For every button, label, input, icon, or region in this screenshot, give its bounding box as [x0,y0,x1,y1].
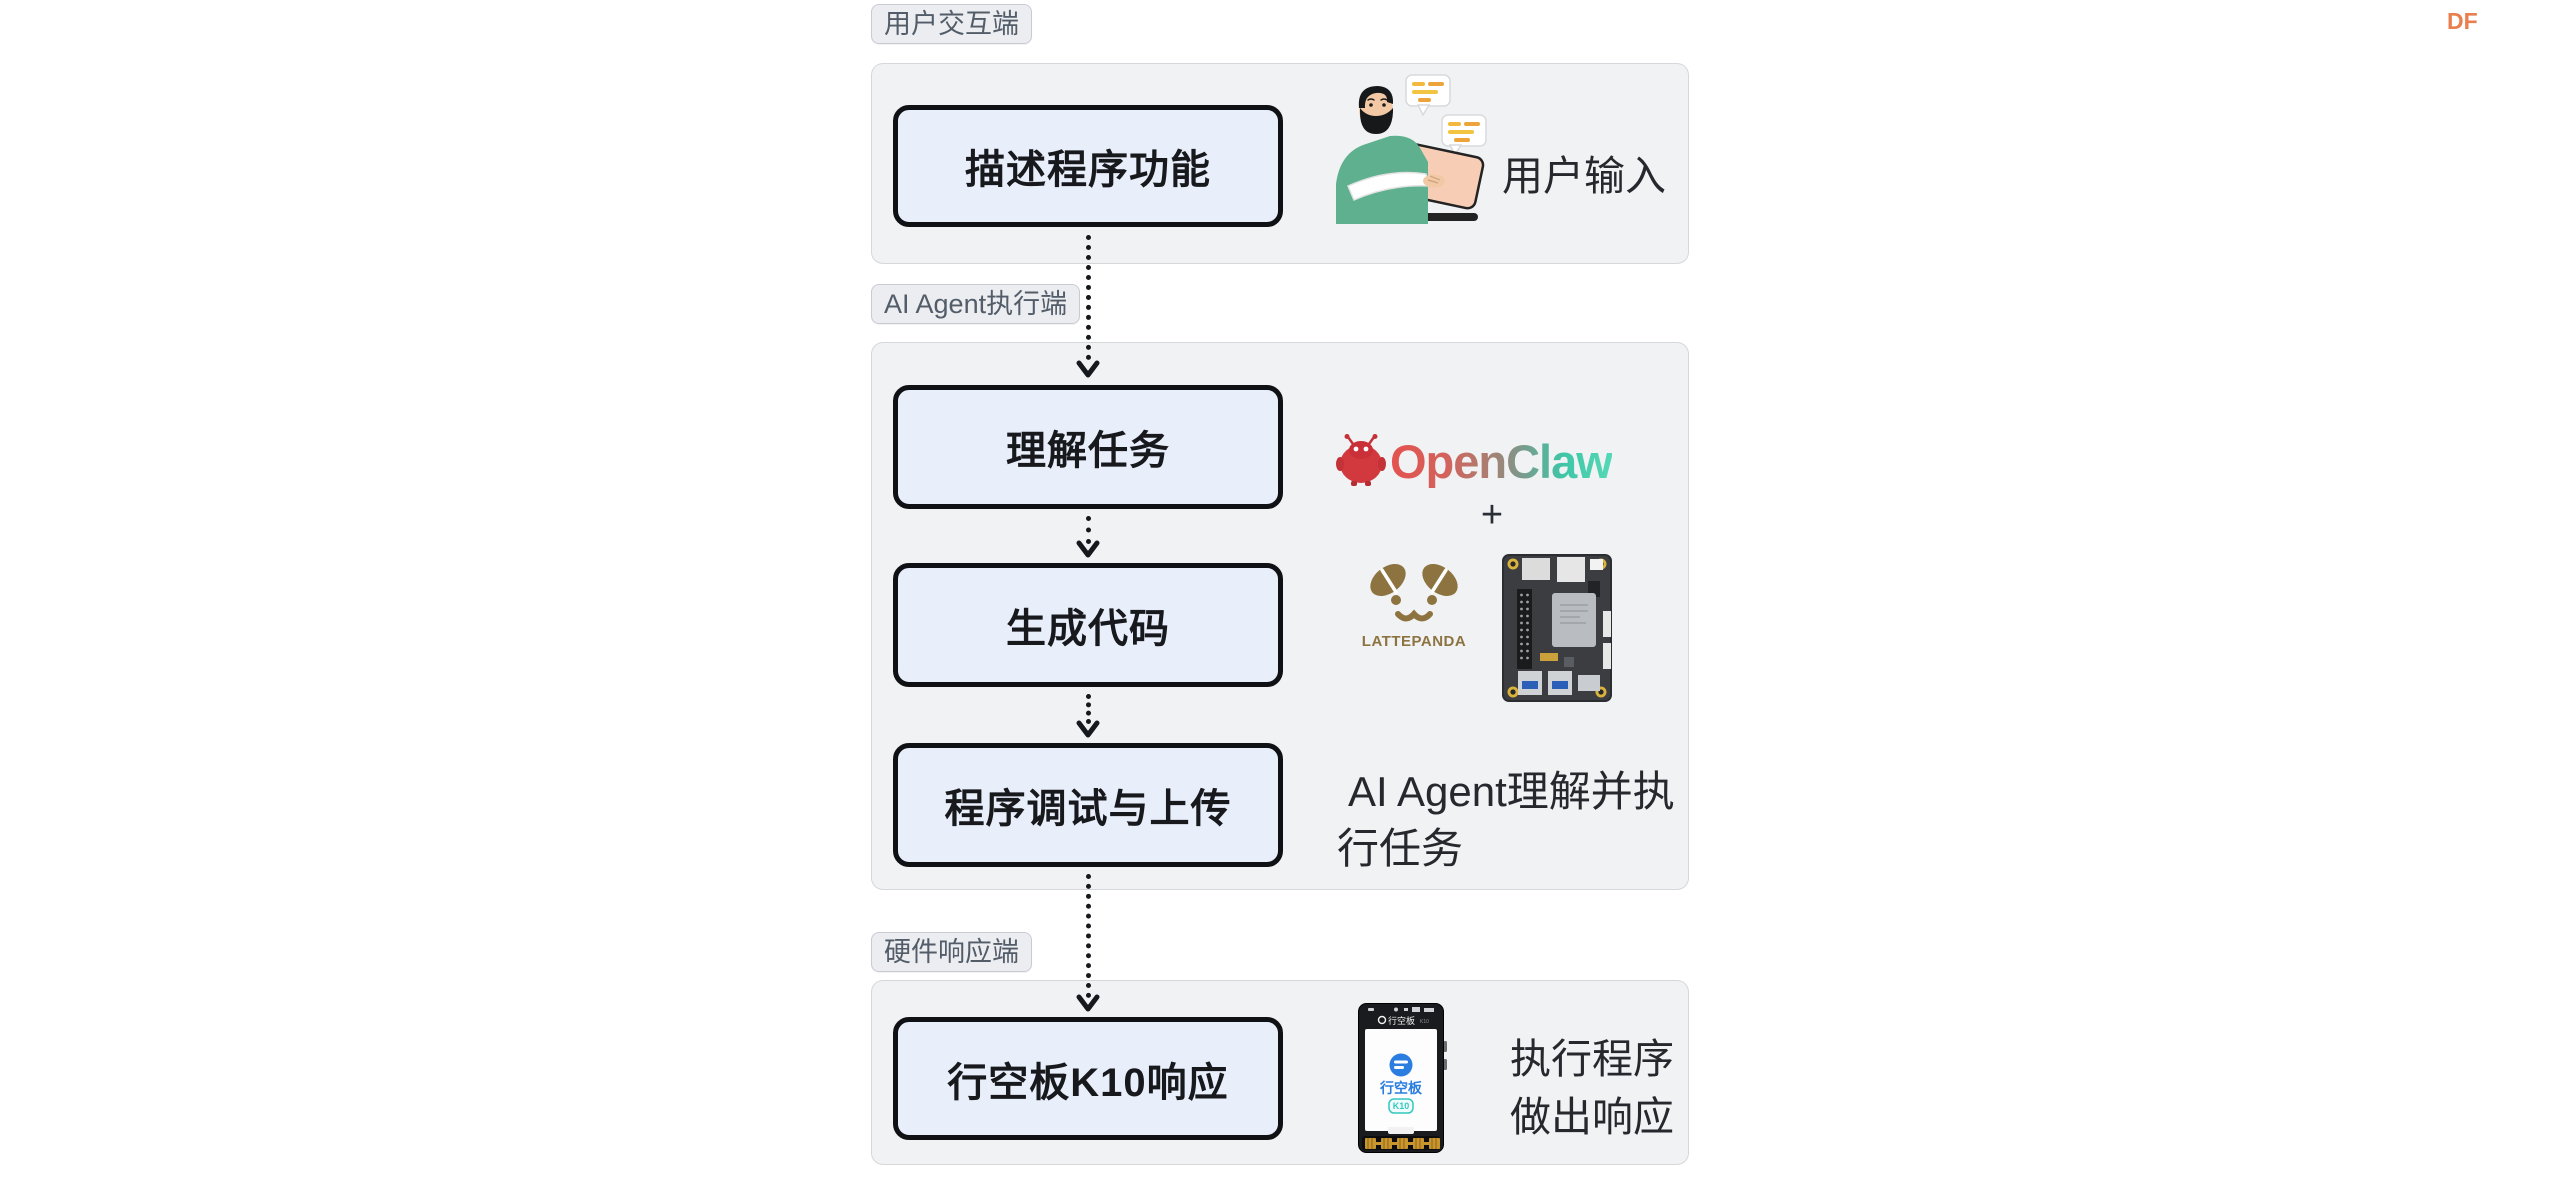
caption-hardware-response: 执行程序 做出响应 [1510,1030,1674,1146]
arrow-down-icon [1076,720,1100,738]
flow-box-generate-code: 生成代码 [893,563,1283,687]
arrow-down-icon [1076,994,1100,1012]
user-typing-illustration [1336,74,1487,224]
flow-box-describe-function: 描述程序功能 [893,105,1283,227]
dotted-arrow-line [1086,694,1091,724]
svg-text:K10: K10 [1420,1019,1429,1025]
caption-agent-executes: AI Agent理解并执 行任务 [1337,763,1675,877]
caption-line: 行任务 [1337,825,1464,872]
caption-line: 执行程序 [1510,1036,1674,1082]
flow-box-label: 行空板K10响应 [947,1060,1229,1105]
arrow-down-icon [1076,540,1100,558]
plus-sign: + [1480,494,1504,536]
chat-bubble-icon [1405,74,1451,117]
lattepanda-logo: LATTEPANDA [1362,563,1466,650]
arrow-down-icon [1076,360,1100,378]
caption-line: 做出响应 [1510,1094,1674,1140]
device-topbar-brand: 行空板 [1388,1015,1415,1026]
df-watermark: DF [2447,8,2478,34]
flow-box-k10-response: 行空板K10响应 [893,1017,1283,1140]
flow-box-label: 生成代码 [1006,607,1170,651]
lattepanda-wordmark: LATTEPANDA [1362,633,1466,650]
openclaw-wordmark: OpenClaw [1390,435,1613,488]
lattepanda-board-image [1502,554,1612,702]
chat-bubble-icon [1441,114,1487,157]
flow-box-label: 程序调试与上传 [944,787,1232,831]
openclaw-mascot-icon [1336,434,1386,486]
caption-user-input: 用户输入 [1502,153,1666,199]
device-model-badge: K10 [1393,1101,1410,1111]
unihiker-k10-device-image: 行空板 K10 行空板 K10 [1358,1003,1447,1153]
flow-box-debug-upload: 程序调试与上传 [893,743,1283,867]
section-label-user-interaction: 用户交互端 [871,4,1032,44]
flow-box-understand-task: 理解任务 [893,385,1283,509]
flow-box-label: 描述程序功能 [965,148,1211,192]
dotted-arrow-line [1086,235,1091,360]
dotted-arrow-line [1086,874,1091,998]
section-label-ai-agent: AI Agent执行端 [871,284,1081,324]
dotted-arrow-line [1086,516,1091,544]
device-screen-brand: 行空板 [1379,1080,1423,1096]
section-label-hardware-response: 硬件响应端 [871,932,1032,972]
caption-line: AI Agent理解并执 [1348,768,1675,815]
flow-box-label: 理解任务 [1006,429,1170,473]
